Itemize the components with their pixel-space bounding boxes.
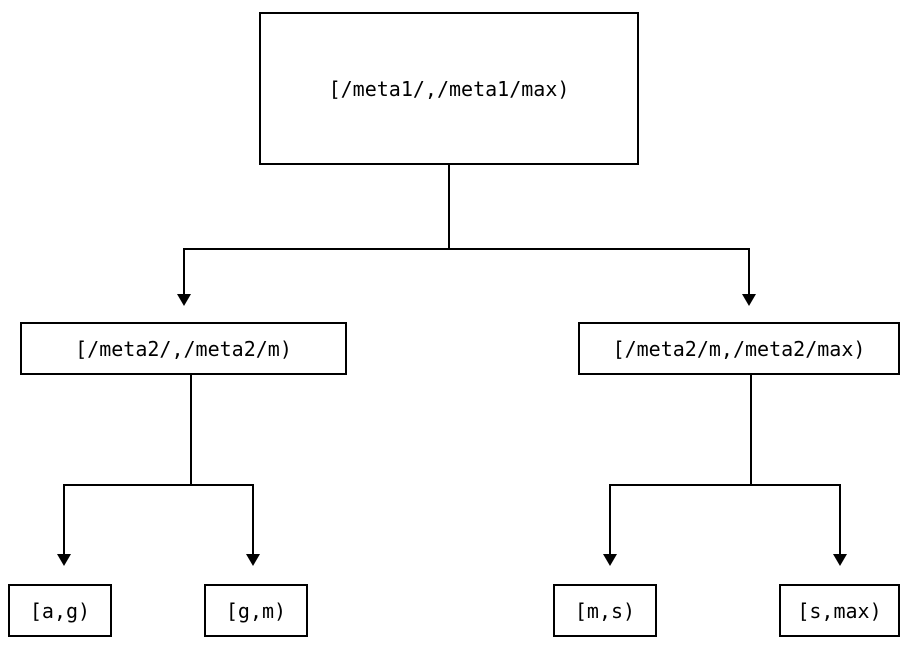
arrowhead-mid-left xyxy=(177,294,191,306)
edge-root-to-mid-right-drop xyxy=(748,248,750,295)
edge-root-to-mid-left-drop xyxy=(183,248,185,295)
tree-node-leaf-1[interactable]: [a,g) xyxy=(8,584,112,637)
edge-mid-left-to-leaf-2-drop xyxy=(252,484,254,555)
edge-root-stem xyxy=(448,165,450,250)
edge-mid-left-stem xyxy=(190,375,192,486)
arrowhead-leaf-2 xyxy=(246,554,260,566)
arrowhead-leaf-1 xyxy=(57,554,71,566)
tree-node-leaf-1-label: [a,g) xyxy=(29,598,91,623)
tree-node-leaf-3[interactable]: [m,s) xyxy=(553,584,657,637)
tree-node-mid-left-label: [/meta2/,/meta2/m) xyxy=(75,336,292,361)
edge-mid-right-to-leaf-3-drop xyxy=(609,484,611,555)
edge-mid-right-stem xyxy=(750,375,752,486)
edge-mid-left-to-leaf-1-drop xyxy=(63,484,65,555)
tree-node-mid-right[interactable]: [/meta2/m,/meta2/max) xyxy=(578,322,900,375)
tree-node-leaf-4[interactable]: [s,max) xyxy=(779,584,900,637)
tree-node-root-label: [/meta1/,/meta1/max) xyxy=(328,76,570,101)
edge-root-bus xyxy=(183,248,750,250)
edge-mid-right-to-leaf-4-drop xyxy=(839,484,841,555)
tree-node-leaf-2[interactable]: [g,m) xyxy=(204,584,308,637)
arrowhead-leaf-3 xyxy=(603,554,617,566)
tree-node-mid-right-label: [/meta2/m,/meta2/max) xyxy=(612,336,866,361)
tree-node-root[interactable]: [/meta1/,/meta1/max) xyxy=(259,12,639,165)
tree-node-leaf-2-label: [g,m) xyxy=(225,598,287,623)
tree-node-leaf-4-label: [s,max) xyxy=(797,598,882,623)
edge-mid-left-bus xyxy=(63,484,254,486)
arrowhead-leaf-4 xyxy=(833,554,847,566)
tree-node-mid-left[interactable]: [/meta2/,/meta2/m) xyxy=(20,322,347,375)
edge-mid-right-bus xyxy=(609,484,841,486)
arrowhead-mid-right xyxy=(742,294,756,306)
tree-node-leaf-3-label: [m,s) xyxy=(574,598,636,623)
